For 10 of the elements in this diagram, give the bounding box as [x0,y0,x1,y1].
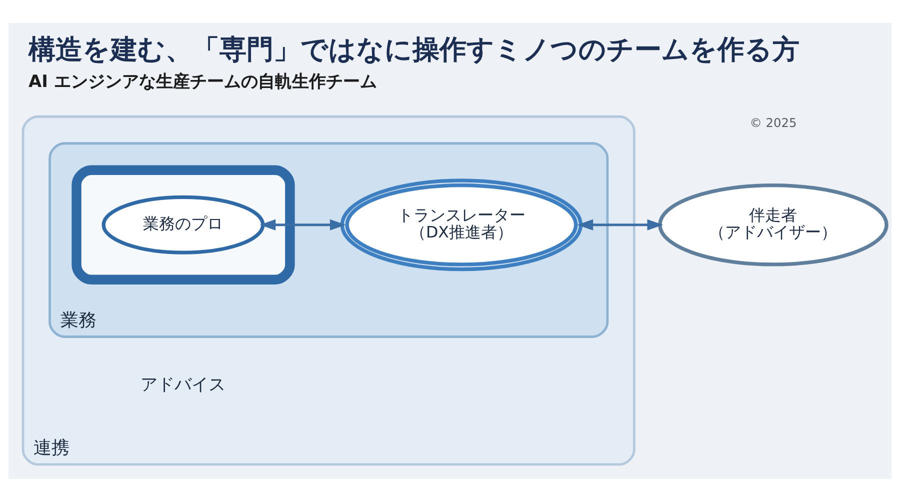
arrow [577,219,664,230]
node-ellipse: 伴走者 （アドバイザー） [658,183,888,266]
caption: AI エンジンアな生産チームの自軌生作チーム [28,72,377,92]
arrow [260,219,346,230]
node-ellipse: トランスレーター （DX推進者） [340,178,583,272]
diagram-title: 構造を建む、「専門」ではなに操作すミノつのチームを作る方 [28,34,800,66]
node-ellipse: 業務のプロ [102,195,265,254]
label: アドバイス [140,374,226,395]
cluster [72,165,295,284]
label: © 2025 [750,116,797,130]
